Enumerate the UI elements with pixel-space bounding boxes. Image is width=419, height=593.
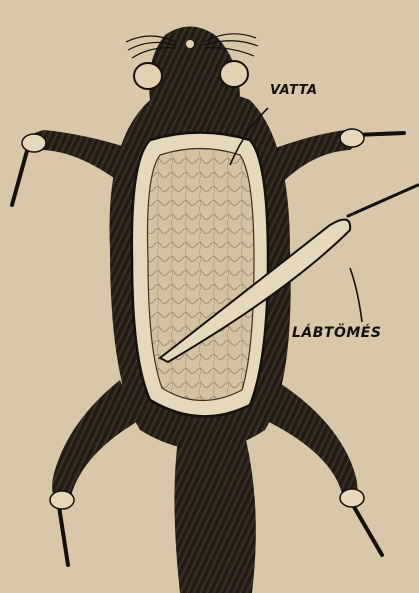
- labtomes-leader-line: [350, 268, 362, 322]
- label-labtomes: LÁBTÖMÉS: [292, 325, 381, 341]
- rat-hind-leg-right: [265, 380, 358, 502]
- cotton-swab-stick: [348, 185, 418, 216]
- rat-tail: [174, 440, 255, 593]
- label-vatta: VATTA: [270, 83, 318, 98]
- rat-nose: [186, 40, 194, 48]
- rat-paw-front-right: [340, 129, 364, 147]
- rat-ear-left: [134, 63, 162, 89]
- rat-paw-hind-left: [50, 491, 74, 509]
- exposed-organs: [148, 149, 255, 401]
- rat-paw-hind-right: [340, 489, 364, 507]
- rat-paw-front-left: [22, 134, 46, 152]
- rat-ear-right: [220, 61, 248, 87]
